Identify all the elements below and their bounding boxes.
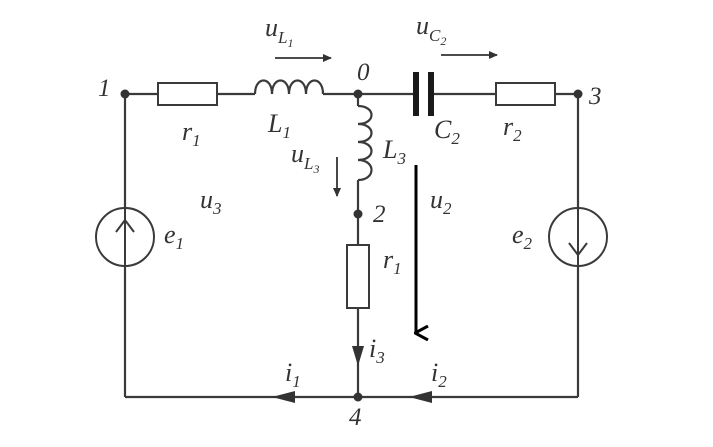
label-e1: e1 xyxy=(164,220,184,253)
label-u3: u3 xyxy=(200,185,222,218)
label-r2: r2 xyxy=(503,112,522,145)
label-i2: i2 xyxy=(431,358,447,391)
node-dot-4 xyxy=(353,392,363,402)
node-label-4: 4 xyxy=(349,404,362,431)
voltage-source-e2 xyxy=(548,207,608,267)
arrow-i1 xyxy=(272,391,295,403)
label-r1-top: r1 xyxy=(182,117,201,150)
label-uC2: uC2 xyxy=(416,11,446,48)
node-dot-3 xyxy=(573,89,583,99)
node-label-0: 0 xyxy=(357,59,370,86)
node-label-2: 2 xyxy=(373,201,386,228)
inductor-L3 xyxy=(357,104,373,182)
voltage-source-e1 xyxy=(95,207,155,267)
label-uL1: uL1 xyxy=(265,13,293,50)
arrow-i3 xyxy=(352,346,364,366)
label-L1: L1 xyxy=(267,109,291,142)
label-u2: u2 xyxy=(430,185,452,218)
label-r1-mid: r1 xyxy=(383,245,402,278)
node-dot-1 xyxy=(120,89,130,99)
node-dot-0 xyxy=(353,89,363,99)
resistor-r1-top xyxy=(157,82,218,106)
label-uL3: uL3 xyxy=(291,139,319,176)
node-dot-2 xyxy=(353,209,363,219)
label-i3: i3 xyxy=(369,334,385,367)
capacitor-C2 xyxy=(413,72,434,116)
node-label-3: 3 xyxy=(588,83,602,110)
label-i1: i1 xyxy=(285,358,301,391)
resistor-r2 xyxy=(495,82,556,106)
inductor-L1 xyxy=(253,79,325,95)
resistor-r1-mid xyxy=(346,244,370,309)
label-C2: C2 xyxy=(434,115,460,148)
arrow-i2 xyxy=(409,391,432,403)
label-L3: L3 xyxy=(382,135,406,168)
label-e2: e2 xyxy=(512,220,533,253)
node-label-1: 1 xyxy=(98,75,111,102)
